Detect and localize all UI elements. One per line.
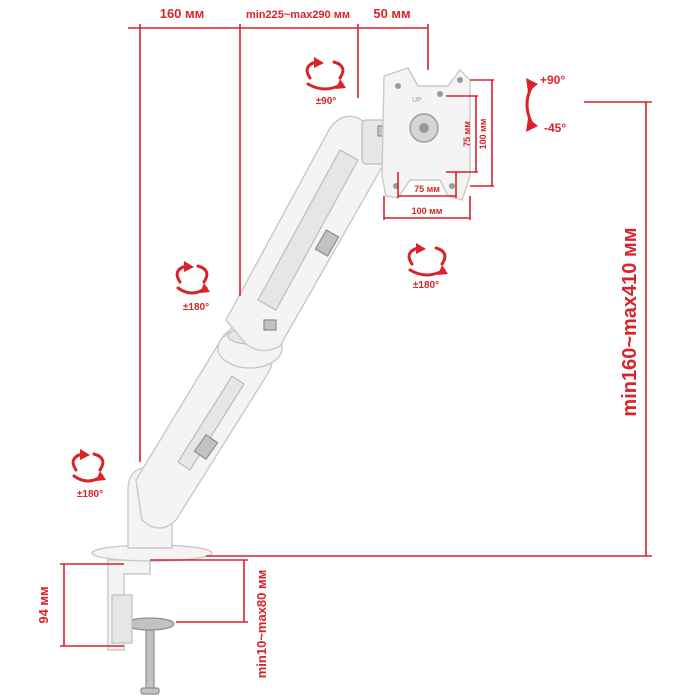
rotation-elbow-label: ±180°	[183, 302, 209, 313]
dim-225-290mm: min225~max290 мм	[246, 9, 350, 21]
rotation-indicator-elbow	[175, 261, 210, 295]
tilt-up-label: +90°	[540, 73, 565, 87]
tilt-indicator	[525, 78, 538, 132]
tilt-down-label: -45°	[544, 121, 566, 135]
rotation-head-swivel-label: ±90°	[316, 96, 337, 107]
clamp-plate	[111, 594, 133, 644]
clamp-pressure-plate	[125, 617, 175, 631]
clamp-bolt	[145, 621, 155, 691]
dim-vesa-75-horizontal: 75 мм	[414, 184, 440, 194]
vesa-hole-br	[449, 183, 455, 189]
lower-arm-slot	[177, 375, 245, 471]
dim-160mm: 160 мм	[160, 6, 205, 21]
dim-vesa-100-vertical: 100 мм	[478, 118, 488, 149]
upper-arm-slot	[257, 149, 359, 311]
vesa-up-mark: UP	[412, 97, 422, 104]
dim-desk-thickness: min10~max80 мм	[254, 570, 269, 679]
vesa-plate-center	[419, 123, 429, 133]
rotation-indicator-head-swivel	[305, 57, 346, 91]
dim-vesa-75-vertical: 75 мм	[462, 121, 472, 147]
vesa-hole-tr	[457, 77, 463, 83]
vesa-hole-mid	[437, 91, 443, 97]
upper-arm-tension-screw	[314, 229, 340, 257]
rotation-indicator-head-rotate	[407, 243, 448, 277]
lower-arm-tension-screw	[193, 433, 219, 461]
monitor-arm-product: UP	[91, 67, 471, 695]
upper-arm-bolt	[263, 319, 277, 331]
rotation-indicator-base	[71, 449, 106, 483]
rotation-base-label: ±180°	[77, 489, 103, 500]
vesa-hole-tl	[395, 83, 401, 89]
rotation-head-rotate-label: ±180°	[413, 280, 439, 291]
dim-height-range: min160~max410 мм	[619, 227, 641, 416]
dim-vesa-100-horizontal: 100 мм	[412, 206, 443, 216]
dim-clamp-94mm: 94 мм	[36, 586, 51, 623]
clamp-knob	[140, 687, 160, 695]
dim-50mm: 50 мм	[373, 6, 410, 21]
dimension-lines	[60, 24, 652, 647]
